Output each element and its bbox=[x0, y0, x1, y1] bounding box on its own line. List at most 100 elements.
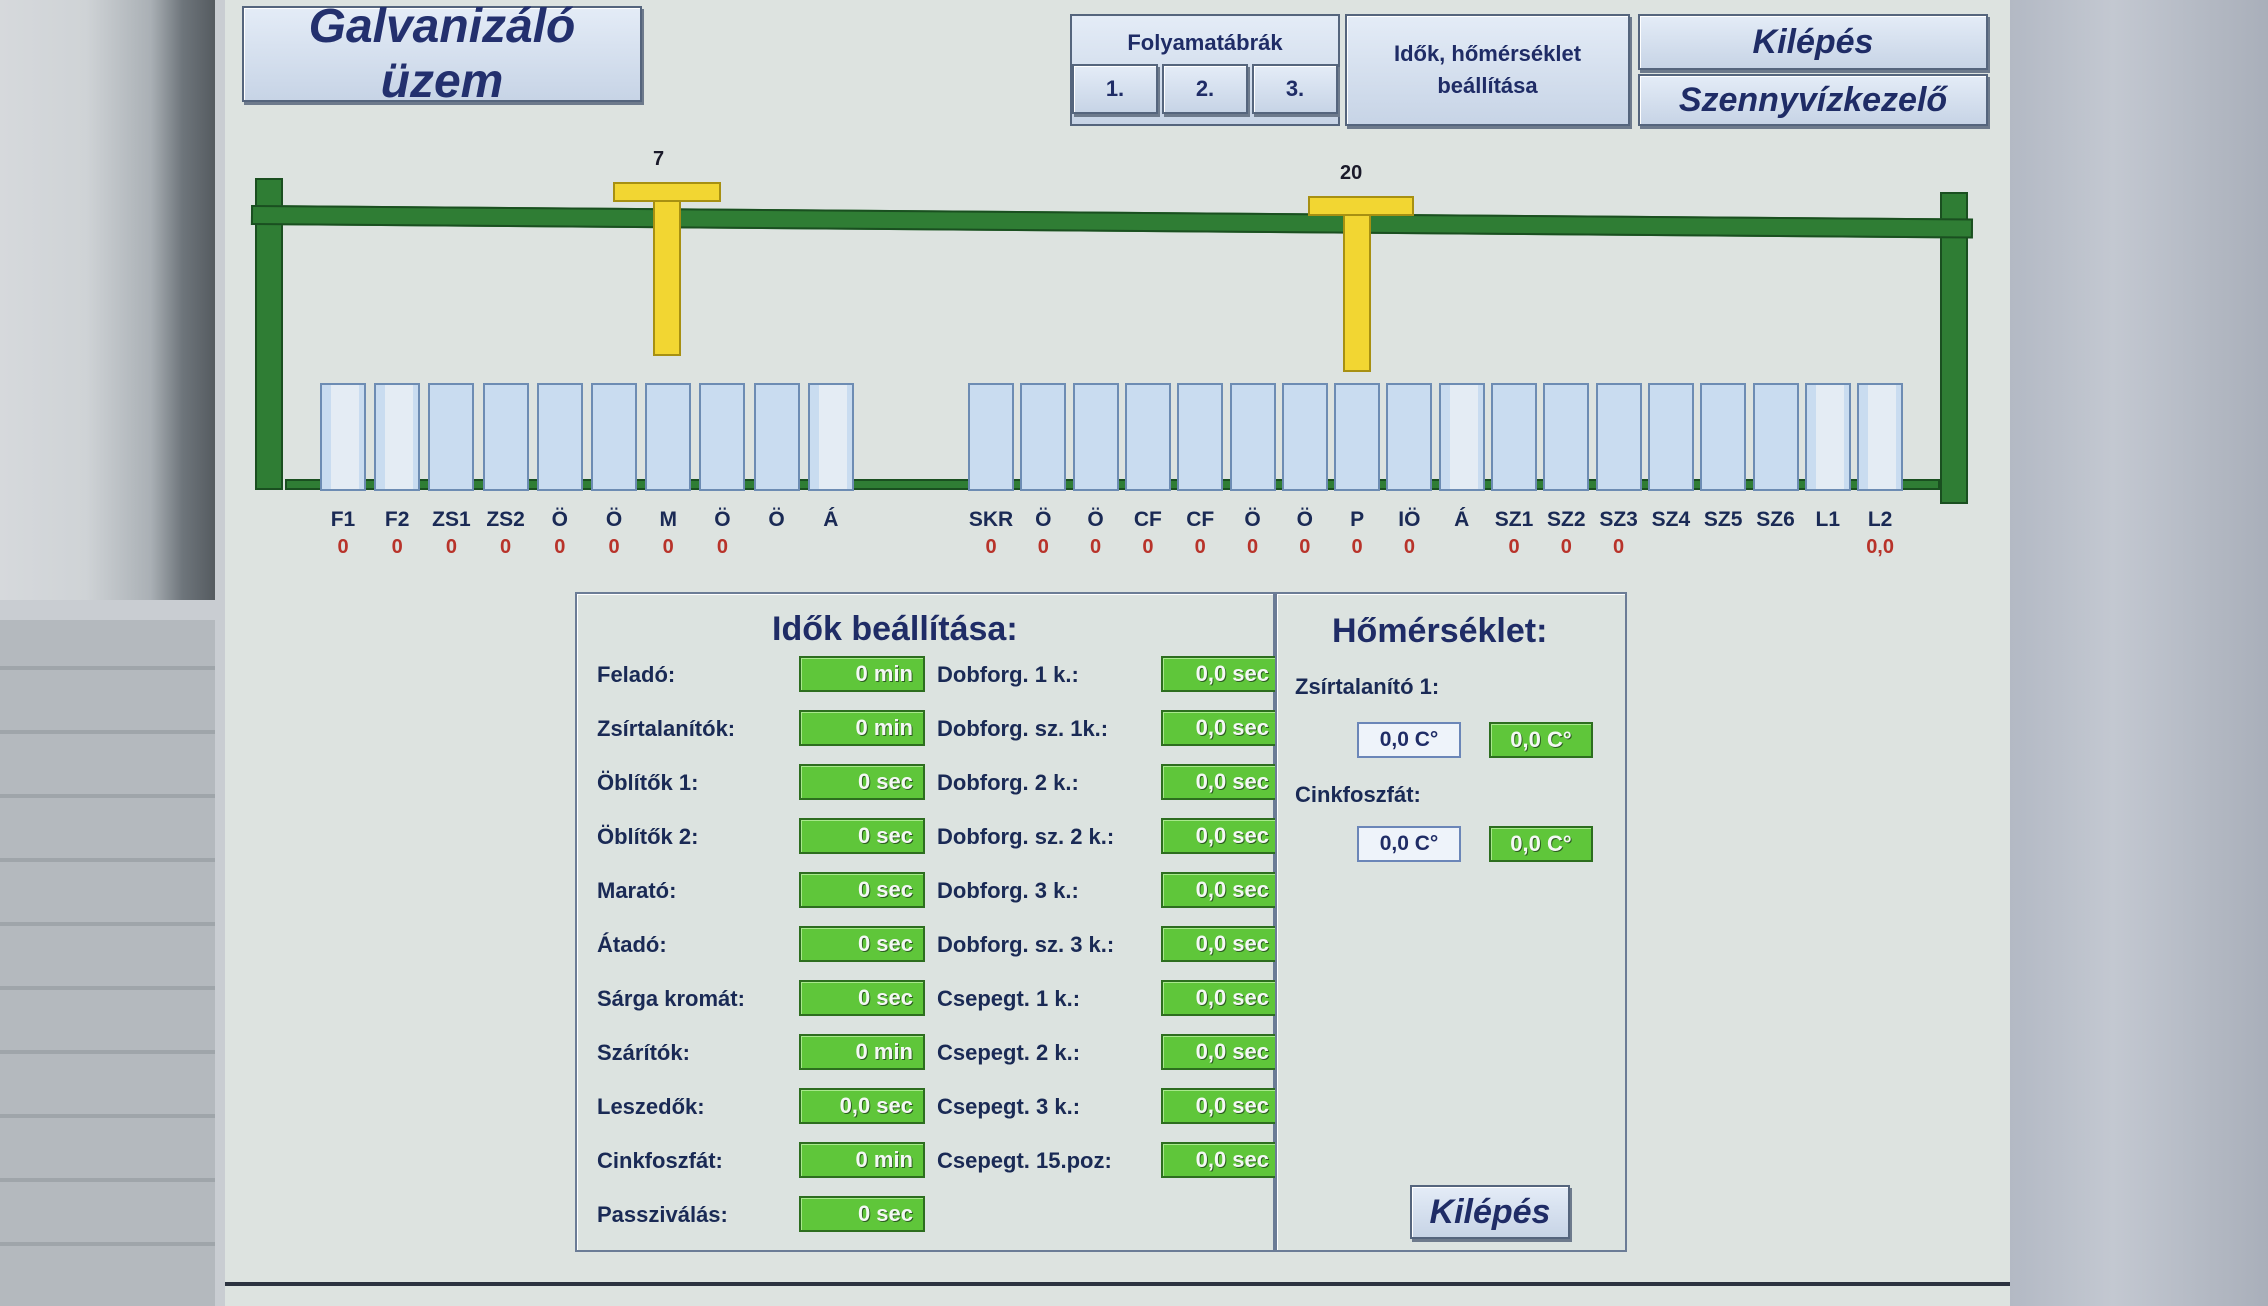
left-tank[interactable] bbox=[591, 383, 637, 491]
left-tank-value: 0 bbox=[662, 536, 674, 558]
right-tank-label: L1 bbox=[1815, 508, 1841, 531]
degreaser-1-setpoint-temp[interactable]: 0,0 C° bbox=[1489, 722, 1593, 758]
right-tank-label: SZ6 bbox=[1756, 508, 1795, 531]
right-tank-label: Ö bbox=[1296, 508, 1313, 531]
time-right-row-value-field[interactable]: 0,0 sec bbox=[1161, 872, 1281, 908]
time-right-row-value-field[interactable]: 0,0 sec bbox=[1161, 1088, 1281, 1124]
right-tank[interactable] bbox=[1857, 383, 1904, 491]
right-tank-value: 0,0 bbox=[1866, 536, 1894, 558]
left-tank[interactable] bbox=[645, 383, 692, 491]
right-tank[interactable] bbox=[1647, 383, 1694, 491]
right-tank[interactable] bbox=[1804, 383, 1851, 491]
temperature-panel-title: Hőmérséklet: bbox=[1332, 612, 1548, 650]
right-tank[interactable] bbox=[1700, 383, 1747, 491]
right-tank-label: L2 bbox=[1867, 508, 1893, 531]
left-tank[interactable] bbox=[428, 383, 475, 491]
right-tank[interactable] bbox=[1072, 383, 1119, 491]
right-tank-value: 0 bbox=[1299, 536, 1311, 558]
zinc-phosphate-setpoint-temp[interactable]: 0,0 C° bbox=[1489, 826, 1593, 862]
time-right-row-label: Dobforg. 1 k.: bbox=[937, 662, 1079, 687]
left-tank[interactable] bbox=[753, 383, 800, 491]
time-left-row-value-field[interactable]: 0 min bbox=[799, 1142, 925, 1178]
time-left-row-value-field[interactable]: 0 min bbox=[799, 1034, 925, 1070]
right-tank[interactable] bbox=[1281, 383, 1328, 491]
time-left-row-value-field[interactable]: 0 sec bbox=[799, 1196, 925, 1232]
wastewater-treatment-button[interactable]: Szennyvízkezelő bbox=[1638, 74, 1988, 126]
rail-post-right bbox=[1940, 192, 1968, 504]
time-right-row-label: Csepegt. 15.poz: bbox=[937, 1148, 1112, 1173]
time-right-row-label: Dobforg. sz. 3 k.: bbox=[937, 932, 1115, 957]
crane-2-trolley bbox=[1308, 196, 1414, 216]
left-tank[interactable] bbox=[536, 383, 583, 491]
right-tank-label: P bbox=[1350, 508, 1365, 531]
time-right-row-value-field[interactable]: 0,0 sec bbox=[1161, 1142, 1281, 1178]
time-right-row-label: Dobforg. 3 k.: bbox=[937, 878, 1079, 903]
exit-button-bottom[interactable]: Kilépés bbox=[1410, 1185, 1570, 1239]
right-tank[interactable] bbox=[1595, 383, 1642, 491]
right-tank-value: 0 bbox=[1194, 536, 1206, 558]
left-tank[interactable] bbox=[482, 383, 529, 491]
time-right-row-value-field[interactable]: 0,0 sec bbox=[1161, 818, 1281, 854]
hmi-screen: Galvanizáló üzem Folyamatábrák 1. 2. 3. … bbox=[225, 0, 2010, 1306]
time-left-row-value-field[interactable]: 0 min bbox=[799, 710, 925, 746]
time-left-row-value-field[interactable]: 0 sec bbox=[799, 818, 925, 854]
time-left-row-value-field[interactable]: 0 sec bbox=[799, 872, 925, 908]
time-left-row-value-field[interactable]: 0 sec bbox=[799, 926, 925, 962]
right-tank[interactable] bbox=[1020, 383, 1067, 491]
flowchart-2-button[interactable]: 2. bbox=[1162, 64, 1248, 114]
right-tank[interactable] bbox=[1334, 383, 1381, 491]
left-tank-label: Ö bbox=[605, 508, 623, 531]
right-tank-label: CF bbox=[1186, 508, 1215, 531]
right-tank[interactable] bbox=[1491, 383, 1537, 491]
right-tank-label: SZ2 bbox=[1547, 508, 1586, 531]
time-left-row-label: Átadó: bbox=[597, 932, 667, 957]
crane-1-trolley bbox=[613, 182, 721, 202]
time-right-row-value-field[interactable]: 0,0 sec bbox=[1161, 764, 1281, 800]
right-tank[interactable] bbox=[1229, 383, 1276, 491]
right-tank[interactable] bbox=[1438, 383, 1485, 491]
right-tank-label: SKR bbox=[968, 508, 1014, 531]
flowchart-3-button[interactable]: 3. bbox=[1252, 64, 1338, 114]
right-tank[interactable] bbox=[1177, 383, 1224, 491]
time-left-row-value-field[interactable]: 0 sec bbox=[799, 980, 925, 1016]
time-right-row-value-field[interactable]: 0,0 sec bbox=[1161, 926, 1281, 962]
times-temperature-settings-button[interactable]: Idők, hőmérséklet beállítása bbox=[1345, 14, 1630, 126]
time-right-row-value-field[interactable]: 0,0 sec bbox=[1161, 1034, 1281, 1070]
left-tank[interactable] bbox=[320, 383, 366, 491]
time-right-row-value-field[interactable]: 0,0 sec bbox=[1161, 710, 1281, 746]
left-tank[interactable] bbox=[699, 383, 746, 491]
time-right-row-label: Dobforg. sz. 2 k.: bbox=[937, 824, 1115, 849]
time-left-row-value-field[interactable]: 0,0 sec bbox=[799, 1088, 925, 1124]
right-tank[interactable] bbox=[1124, 383, 1171, 491]
zinc-phosphate-actual-temp: 0,0 C° bbox=[1357, 826, 1461, 862]
right-tank[interactable] bbox=[1386, 383, 1433, 491]
times-temperature-label-line2: beállítása bbox=[1437, 73, 1538, 98]
right-tank[interactable] bbox=[1752, 383, 1799, 491]
left-tank-label: M bbox=[659, 508, 677, 531]
right-tank-value: 0 bbox=[1560, 536, 1572, 558]
time-left-row-label: Öblítők 2: bbox=[597, 824, 699, 849]
time-right-row-label: Dobforg. sz. 1k.: bbox=[937, 716, 1109, 741]
time-left-row-value-field[interactable]: 0 sec bbox=[799, 764, 925, 800]
app-title-button[interactable]: Galvanizáló üzem bbox=[242, 0, 642, 108]
right-tank[interactable] bbox=[968, 383, 1014, 491]
time-left-row-value-field[interactable]: 0 min bbox=[799, 656, 925, 692]
flowchart-1-button[interactable]: 1. bbox=[1072, 64, 1158, 114]
right-tank-label: SZ3 bbox=[1599, 508, 1638, 531]
times-panel-title: Idők beállítása: bbox=[772, 610, 1018, 648]
left-tank-value: 0 bbox=[608, 536, 620, 558]
left-tank[interactable] bbox=[374, 383, 421, 491]
right-tank-label: Á bbox=[1454, 508, 1470, 531]
left-tank-value: 0 bbox=[716, 536, 728, 558]
right-tank-label: CF bbox=[1133, 508, 1162, 531]
flowcharts-label: Folyamatábrák bbox=[1127, 30, 1283, 55]
left-tank-value: 0 bbox=[500, 536, 512, 558]
left-tank-label: F2 bbox=[384, 508, 410, 531]
right-tank[interactable] bbox=[1543, 383, 1590, 491]
times-temperature-label-line1: Idők, hőmérséklet bbox=[1393, 41, 1582, 66]
time-right-row-value-field[interactable]: 0,0 sec bbox=[1161, 980, 1281, 1016]
exit-button-top[interactable]: Kilépés bbox=[1638, 14, 1988, 70]
time-right-row-value-field[interactable]: 0,0 sec bbox=[1161, 656, 1281, 692]
left-tank[interactable] bbox=[807, 383, 854, 491]
degreaser-1-actual-temp: 0,0 C° bbox=[1357, 722, 1461, 758]
